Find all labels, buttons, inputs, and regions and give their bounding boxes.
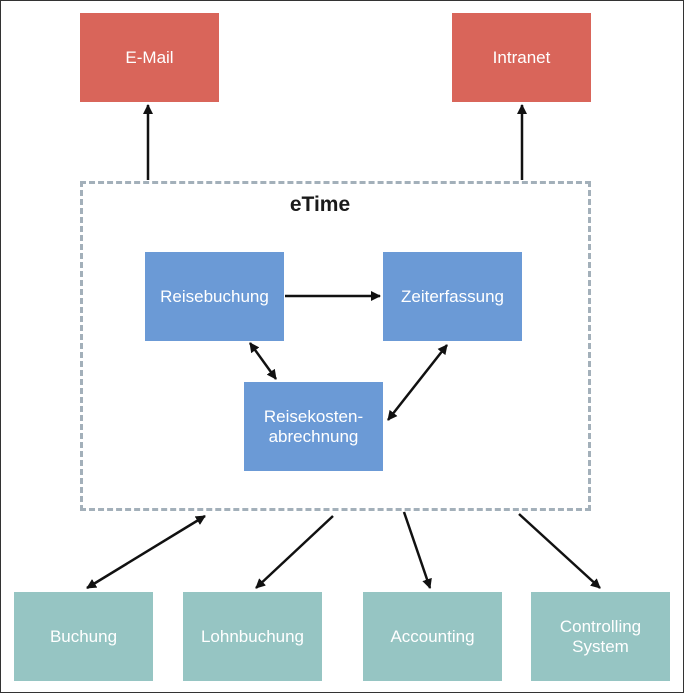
email-node[interactable]: E-Mail (80, 13, 219, 102)
etime-container (80, 181, 591, 511)
arrow-etime-buchung (86, 514, 206, 590)
reisebuchung-label: Reisebuchung (160, 286, 269, 306)
intranet-node[interactable]: Intranet (452, 13, 591, 102)
arrow-etime-to-controlling (518, 513, 601, 589)
accounting-node[interactable]: Accounting (363, 592, 502, 681)
reisebuchung-node[interactable]: Reisebuchung (145, 252, 284, 341)
lohnbuchung-label: Lohnbuchung (200, 626, 305, 646)
zeiterfassung-node[interactable]: Zeiterfassung (383, 252, 522, 341)
arrow-reisebuchung-reisekosten (248, 342, 278, 380)
zeiterfassung-label: Zeiterfassung (401, 286, 504, 306)
arrow-etime-to-accounting (402, 511, 432, 589)
accounting-label: Accounting (390, 626, 475, 646)
lohnbuchung-node[interactable]: Lohnbuchung (183, 592, 322, 681)
reisekosten-node[interactable]: Reisekosten- abrechnung (244, 382, 383, 471)
reisekosten-label: Reisekosten- abrechnung (263, 406, 364, 446)
arrow-zeiterfassung-reisekosten (387, 344, 448, 421)
controlling-node[interactable]: Controlling System (531, 592, 670, 681)
arrow-etime-lohnbuchung (255, 515, 334, 589)
buchung-node[interactable]: Buchung (14, 592, 153, 681)
intranet-label: Intranet (492, 47, 551, 67)
email-label: E-Mail (125, 47, 174, 67)
buchung-label: Buchung (49, 626, 118, 646)
controlling-label: Controlling System (559, 616, 642, 656)
etime-title: eTime (289, 193, 351, 216)
